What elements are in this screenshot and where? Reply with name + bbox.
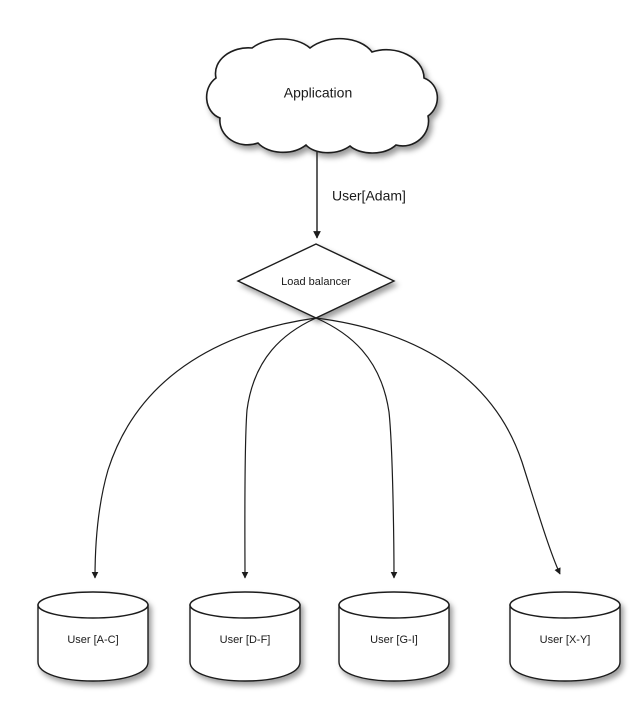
database-cylinder-icon <box>509 591 621 682</box>
edge-curve-2 <box>241 317 317 579</box>
node-database-3[interactable]: User [X-Y] <box>509 591 621 682</box>
edge-load-balancer-to-db-g-i[interactable] <box>315 317 398 579</box>
edge-curve-1 <box>91 317 317 579</box>
database-cylinder-icon <box>189 591 301 682</box>
node-database-1[interactable]: User [D-F] <box>189 591 301 682</box>
database-label-2: User [G-I] <box>370 634 418 646</box>
node-database-2[interactable]: User [G-I] <box>338 591 450 682</box>
database-label-3: User [X-Y] <box>540 634 591 646</box>
edge-load-balancer-to-db-d-f[interactable] <box>241 317 317 579</box>
node-database-0[interactable]: User [A-C] <box>37 591 149 682</box>
edge-load-balancer-to-db-x-y[interactable] <box>315 317 561 575</box>
load-balancer-label: Load balancer <box>281 276 351 288</box>
node-load-balancer-diamond[interactable]: Load balancer <box>236 243 396 319</box>
database-cylinder-icon <box>37 591 149 682</box>
database-label-0: User [A-C] <box>67 634 118 646</box>
database-label-1: User [D-F] <box>220 634 271 646</box>
edge-label-user-adam: User[Adam] <box>332 188 406 204</box>
cloud-icon <box>205 37 439 154</box>
edge-application-to-load-balancer[interactable]: User[Adam] <box>313 152 406 239</box>
node-application-cloud[interactable]: Application <box>205 37 439 154</box>
database-cylinder-icon <box>338 591 450 682</box>
edge-curve-3 <box>315 317 398 579</box>
edge-curve-4 <box>315 317 561 575</box>
cloud-label: Application <box>284 85 353 101</box>
edge-load-balancer-to-db-a-c[interactable] <box>91 317 317 579</box>
